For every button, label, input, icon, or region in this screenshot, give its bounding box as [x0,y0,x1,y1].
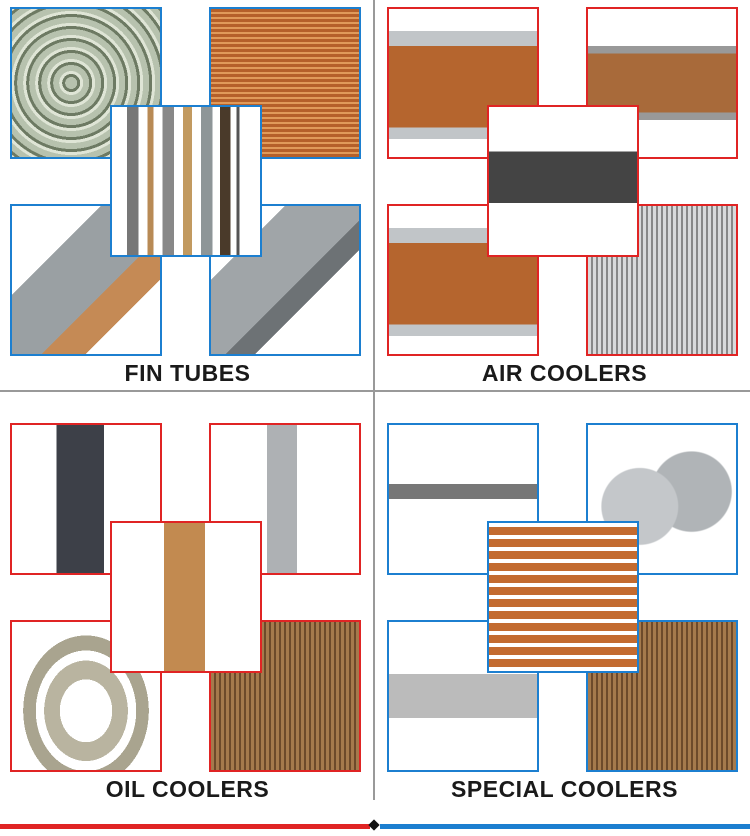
section-fin-tubes: FIN TUBES [0,0,375,416]
photo-frame [110,521,262,673]
spiral-coil-photo [489,523,637,671]
footer-bar-red [0,824,370,829]
photo-frame [10,7,162,159]
section-title: OIL COOLERS [105,776,270,802]
photo-frame [487,521,639,673]
section-air-coolers: AIR COOLERS [377,0,750,416]
footer-bar-blue [380,824,750,829]
section-title: SPECIAL COOLERS [451,776,678,802]
photo-frame [586,204,738,356]
oil-cooler-insert-photo [112,523,260,671]
photo-frame [586,620,738,772]
air-cooler-core-photo [489,107,637,255]
section-special-coolers: SPECIAL COOLERS [377,416,750,832]
section-title: AIR COOLERS [481,360,648,386]
photo-frame [487,105,639,257]
section-oil-coolers: OIL COOLERS [0,416,375,832]
photo-frame [110,105,262,257]
vertical-divider [373,0,375,800]
fin-tube-samples-photo [112,107,260,255]
horizontal-divider [0,390,750,392]
section-title: FIN TUBES [124,360,251,386]
